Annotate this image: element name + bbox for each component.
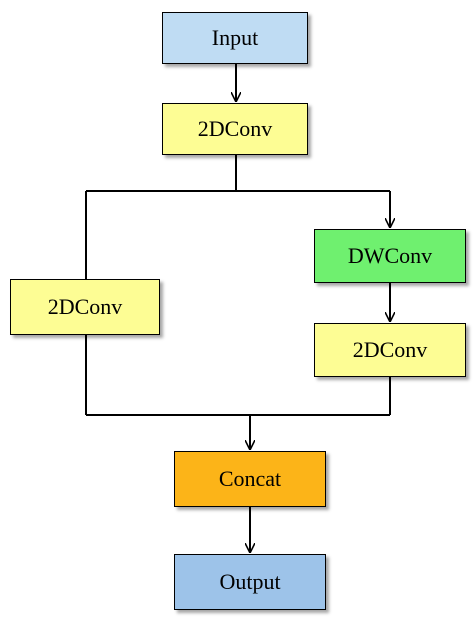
output-node: Output [174,554,326,610]
output-node-label: Output [219,569,281,594]
input-node-label: Input [211,25,259,50]
concat-node-label: Concat [218,466,282,491]
conv-right-node-label: 2DConv [352,337,428,362]
dwconv-node: DWConv [314,229,466,283]
conv-left-node-label: 2DConv [47,294,123,319]
input-node: Input [162,12,308,64]
conv-left-node: 2DConv [10,279,160,335]
conv-top-node: 2DConv [162,103,308,155]
conv-top-node-label: 2DConv [197,116,273,141]
conv-right-node: 2DConv [314,323,466,377]
concat-node: Concat [174,451,326,507]
dwconv-node-label: DWConv [347,243,433,268]
